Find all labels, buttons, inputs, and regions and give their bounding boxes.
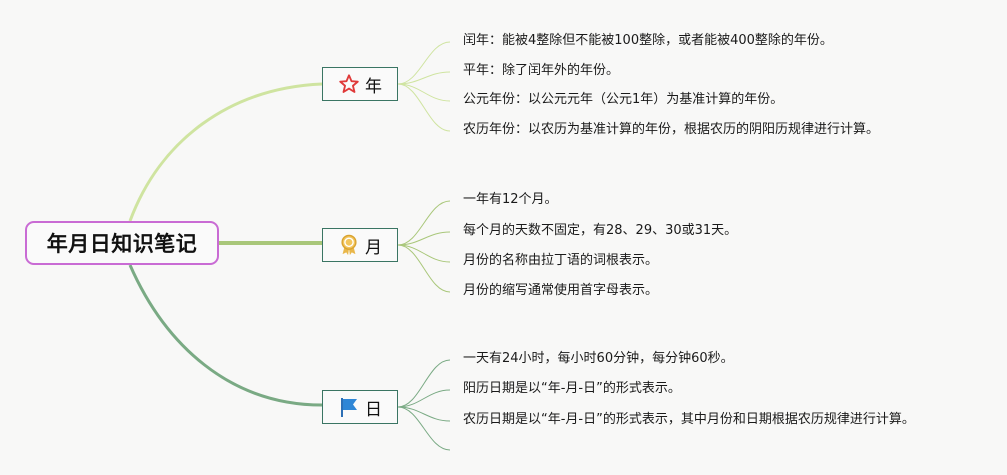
branch-line-day xyxy=(128,264,323,407)
day-note-1[interactable]: 一天有24小时，每小时60分钟，每分钟60秒。 xyxy=(463,351,734,366)
month-note-4[interactable]: 月份的缩写通常使用首字母表示。 xyxy=(463,283,659,298)
topic-day-label: 日 xyxy=(365,399,382,420)
day-sub-line-1 xyxy=(397,359,451,408)
month-sub-line-1 xyxy=(397,200,451,246)
month-sub-line-2 xyxy=(397,231,451,246)
topic-day[interactable]: 日 xyxy=(322,390,398,424)
year-sub-connectors xyxy=(397,41,451,132)
day-sub-line-2 xyxy=(397,389,451,408)
topic-year-label: 年 xyxy=(365,76,382,97)
day-sub-line-4 xyxy=(397,406,451,451)
day-note-2[interactable]: 阳历日期是以“年-月-日”的形式表示。 xyxy=(463,381,681,396)
month-note-1[interactable]: 一年有12个月。 xyxy=(463,192,558,207)
month-note-3[interactable]: 月份的名称由拉丁语的词根表示。 xyxy=(463,253,659,268)
topic-year[interactable]: 年 xyxy=(322,67,398,101)
month-sub-line-4 xyxy=(397,244,451,293)
month-note-2[interactable]: 每个月的天数不固定，有28、29、30或31天。 xyxy=(463,223,738,238)
medal-icon xyxy=(338,234,360,256)
root-topic-label: 年月日知识笔记 xyxy=(46,232,198,256)
year-note-1[interactable]: 闰年：能被4整除但不能被100整除，或者能被400整除的年份。 xyxy=(463,33,833,48)
year-sub-line-2 xyxy=(397,71,451,85)
star-icon xyxy=(338,73,360,95)
topic-month[interactable]: 月 xyxy=(322,228,398,262)
root-topic[interactable]: 年月日知识笔记 xyxy=(25,221,219,265)
day-sub-connectors xyxy=(397,359,451,451)
year-note-3[interactable]: 公元年份：以公元元年（公元1年）为基准计算的年份。 xyxy=(463,92,784,107)
year-note-4[interactable]: 农历年份：以农历为基准计算的年份，根据农历的阴阳历规律进行计算。 xyxy=(463,122,880,137)
branch-line-year xyxy=(128,82,323,222)
year-note-2[interactable]: 平年：除了闰年外的年份。 xyxy=(463,63,620,78)
month-sub-connectors xyxy=(397,200,451,293)
year-sub-line-1 xyxy=(397,41,451,85)
flag-icon xyxy=(338,396,360,418)
day-note-3[interactable]: 农历日期是以“年-月-日”的形式表示，其中月份和日期根据农历规律进行计算。 xyxy=(463,412,915,427)
topic-month-label: 月 xyxy=(365,237,382,258)
year-sub-line-4 xyxy=(397,83,451,132)
